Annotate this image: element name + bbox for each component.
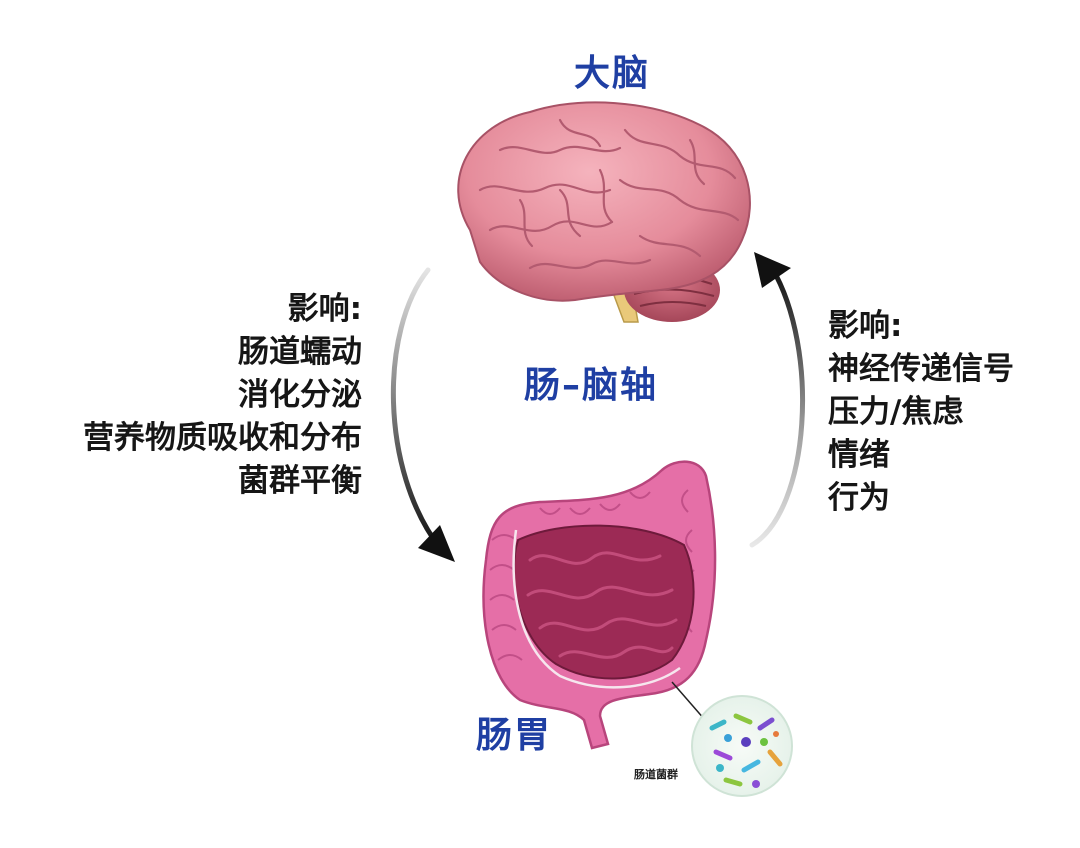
right-arrow bbox=[749, 252, 806, 548]
gut-brain-axis-label: 肠–脑轴 bbox=[524, 365, 659, 406]
gut-to-brain-effects: 影响: 神经传递信号 压力/焦虑 情绪 行为 bbox=[828, 305, 1014, 520]
brain-illustration bbox=[457, 101, 751, 323]
gut-label: 肠胃 bbox=[476, 715, 553, 756]
brain-to-gut-effects: 影响: 肠道蠕动 消化分泌 营养物质吸收和分布 菌群平衡 bbox=[83, 288, 362, 503]
left-arrowhead bbox=[418, 525, 455, 562]
right-arrowhead bbox=[754, 252, 791, 288]
left-item: 菌群平衡 bbox=[238, 463, 362, 499]
left-heading: 影响: bbox=[287, 291, 362, 327]
right-item: 情绪 bbox=[828, 437, 890, 473]
intestine-illustration bbox=[482, 460, 717, 750]
right-item: 压力/焦虑 bbox=[828, 394, 964, 430]
brain-label: 大脑 bbox=[574, 53, 651, 94]
right-item: 行为 bbox=[828, 480, 890, 516]
left-item: 消化分泌 bbox=[238, 377, 362, 413]
right-item: 神经传递信号 bbox=[828, 351, 1014, 387]
left-item: 营养物质吸收和分布 bbox=[83, 420, 362, 456]
right-heading: 影响: bbox=[828, 308, 903, 344]
left-arrow bbox=[390, 267, 455, 562]
microbiota-label: 肠道菌群 bbox=[634, 768, 678, 781]
left-item: 肠道蠕动 bbox=[238, 334, 362, 370]
bacteria-circle bbox=[691, 695, 793, 797]
